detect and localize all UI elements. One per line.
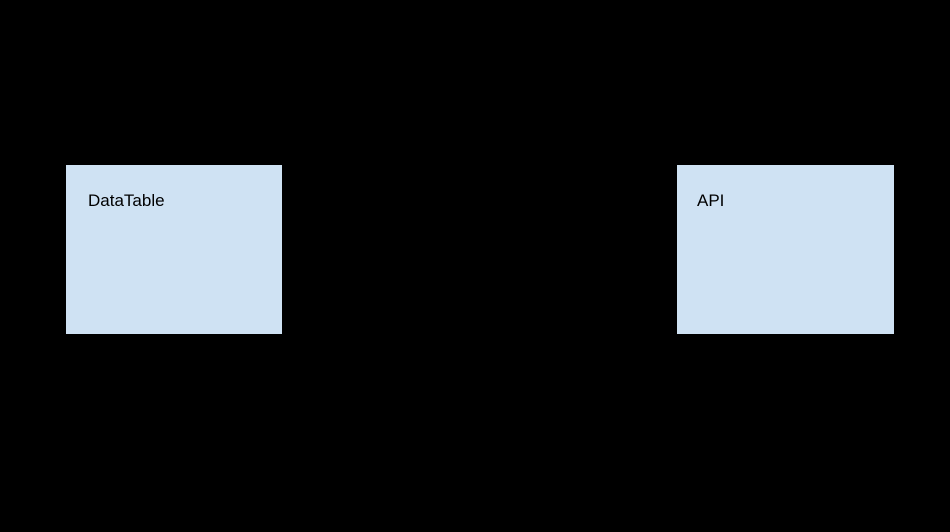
node-datatable: DataTable [66,165,282,334]
node-api: API [677,165,894,334]
node-datatable-label: DataTable [88,191,165,210]
node-api-label: API [697,191,725,210]
